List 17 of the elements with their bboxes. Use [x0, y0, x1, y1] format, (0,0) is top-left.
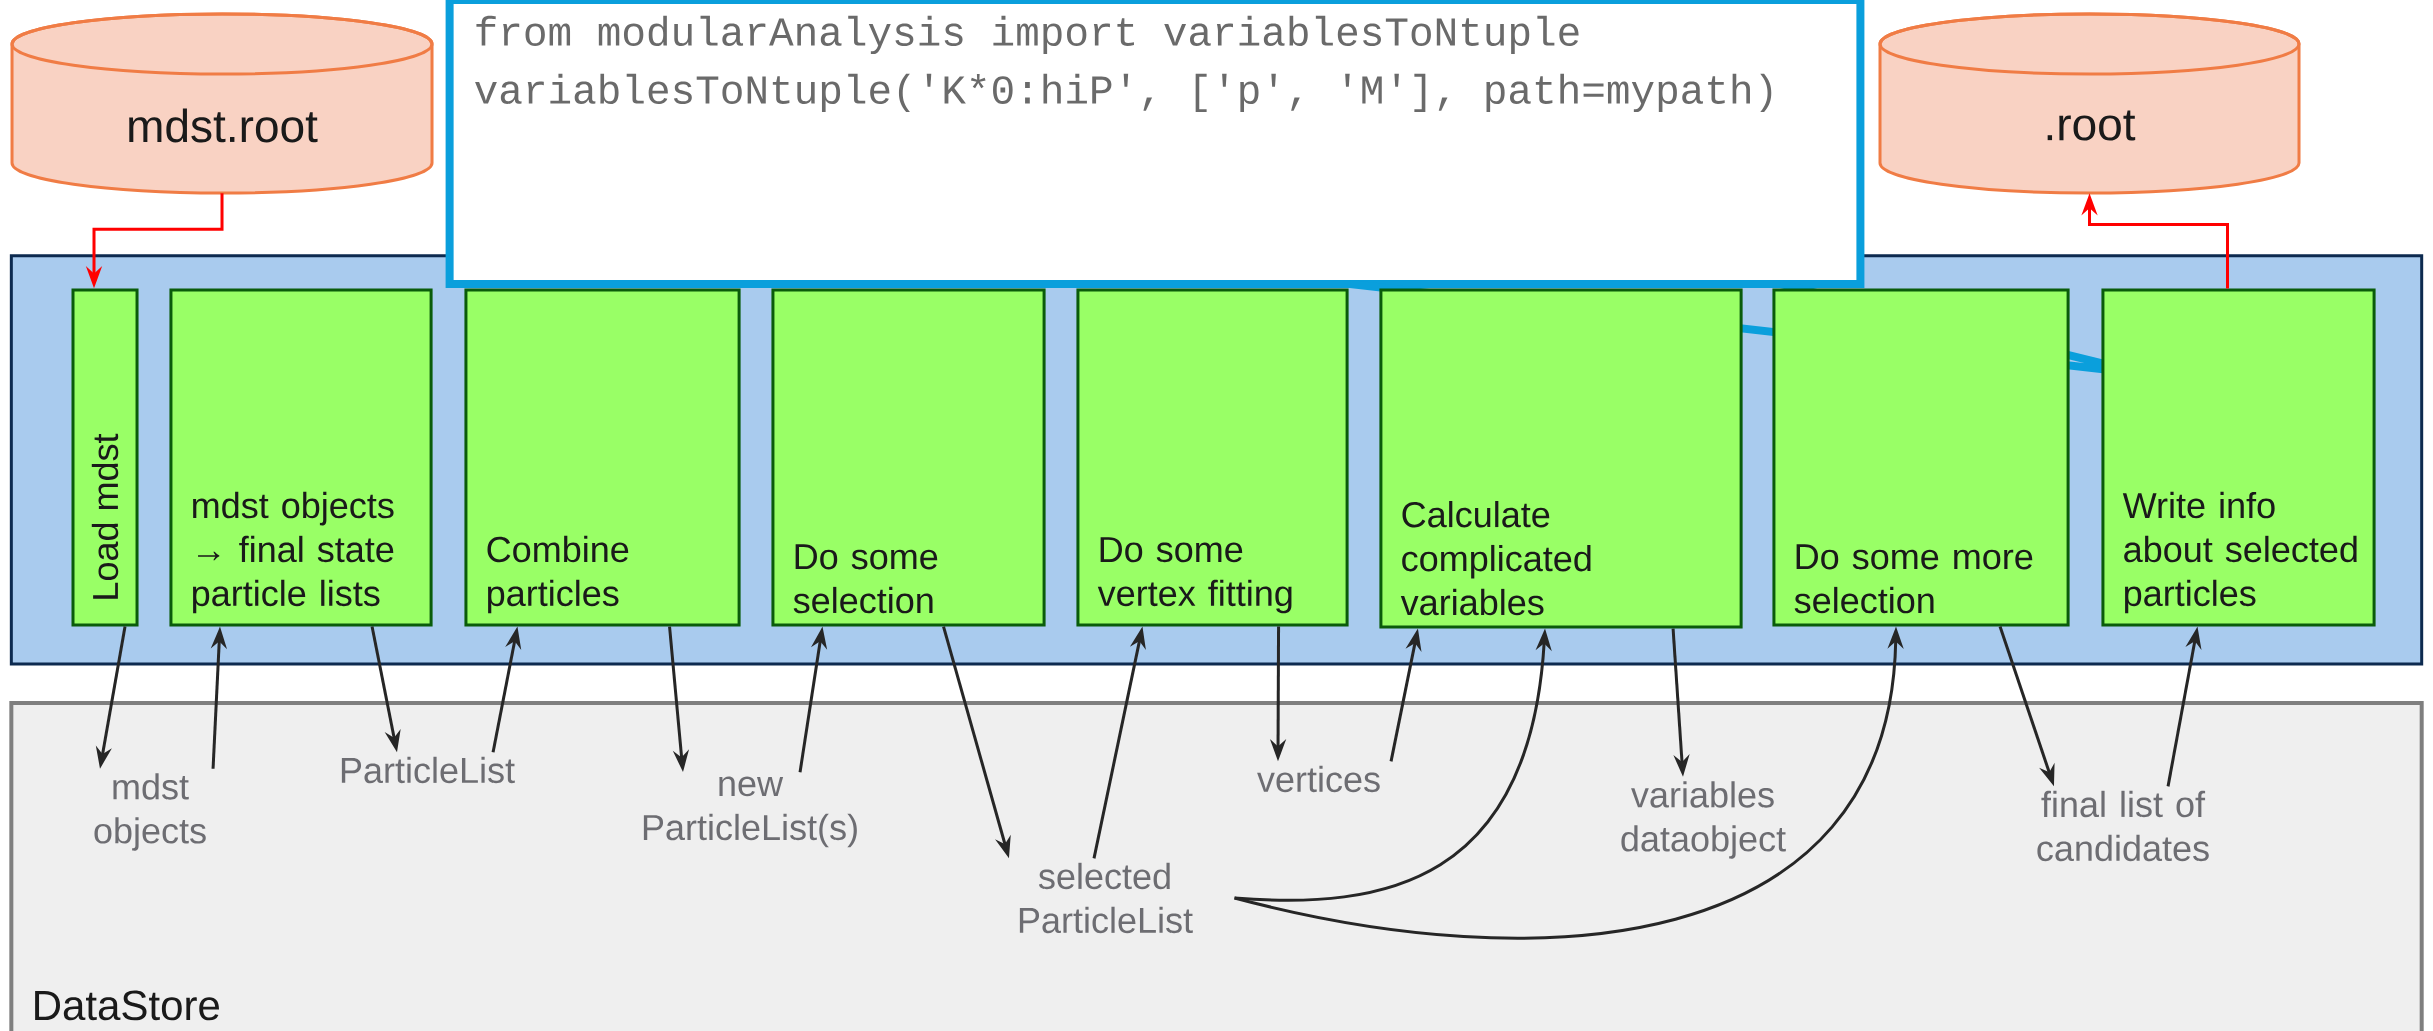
- database-cylinder: mdst.root: [10, 12, 434, 195]
- data-label: selected ParticleList: [1019, 862, 1193, 934]
- module-box: Do some selection: [771, 288, 1046, 627]
- module-box: Combine particles: [464, 288, 741, 627]
- module-box: mdst objects → final state particle lists: [169, 288, 433, 627]
- module-box: Calculate complicated variables: [1379, 288, 1743, 629]
- module-box: Do some vertex fitting: [1076, 288, 1349, 627]
- data-label: ParticleList: [341, 756, 515, 784]
- module-box: Write info about selected particles: [2101, 288, 2376, 627]
- data-label: new ParticleList(s): [643, 776, 857, 848]
- database-cylinder: .root: [1878, 12, 2301, 195]
- data-label: variables dataobject: [1621, 781, 1786, 859]
- module-box: Do some more selection: [1772, 288, 2070, 627]
- data-label: mdst objects: [94, 773, 206, 851]
- data-label: vertices: [1257, 765, 1380, 793]
- module-box: Load mdst: [71, 288, 139, 627]
- data-label: final list of candidates: [2037, 790, 2209, 862]
